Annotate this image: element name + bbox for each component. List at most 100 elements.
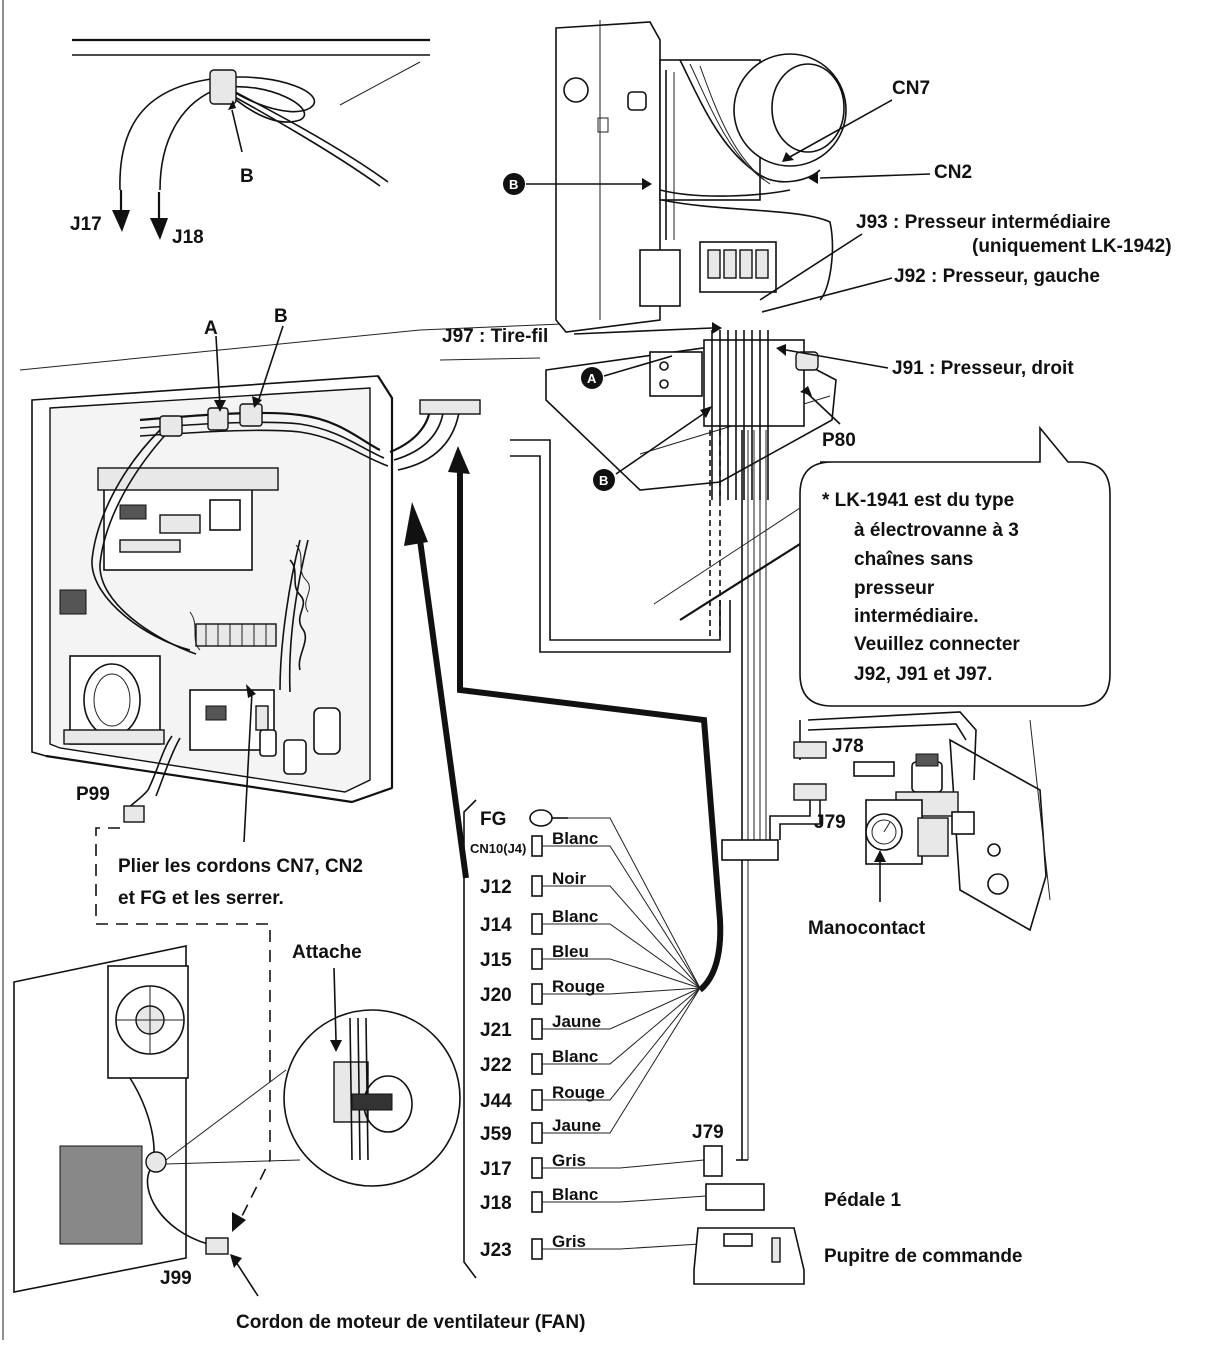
callout-line-4: presseur <box>854 578 935 599</box>
label-manocontact: Manocontact <box>808 918 926 939</box>
plug-j14 <box>531 913 543 935</box>
connector-j79-valve <box>793 783 827 801</box>
clamp-b-box <box>239 403 263 427</box>
wire-j22 <box>542 987 701 1065</box>
label-p80: P80 <box>822 430 856 451</box>
label-j79-bottom: J79 <box>692 1122 724 1143</box>
label-j79-valve: J79 <box>814 812 846 833</box>
clamp-b-top <box>209 69 237 105</box>
label-j99: J99 <box>160 1268 192 1289</box>
air-regulator: J78 J79 Manocontact <box>769 711 1051 939</box>
label-cn2: CN2 <box>934 162 972 183</box>
plug-cn10-j4 <box>531 835 543 857</box>
callout-line-2: à électrovanne à 3 <box>854 520 1019 541</box>
plug-j22 <box>531 1053 543 1075</box>
wire-color-j17: Gris <box>552 1151 586 1170</box>
label-cn7: CN7 <box>892 78 930 99</box>
svg-text:B: B <box>509 177 518 192</box>
wire-color-j59: Jaune <box>552 1116 601 1135</box>
connector-id-j22: J22 <box>480 1055 512 1076</box>
pedal-connector <box>705 1183 765 1211</box>
connector-id-j23: J23 <box>480 1240 512 1261</box>
machine-head: CN7 CN2 B J93 : Presseur intermédiaire (… <box>442 20 1172 1160</box>
dashed-route-p99-j99 <box>95 827 271 1221</box>
callout-line-7: J92, J91 et J97. <box>854 664 992 685</box>
wire-fg <box>568 817 701 989</box>
connector-j78 <box>793 741 827 759</box>
connector-p99 <box>123 805 145 823</box>
clamp-a-box-2 <box>207 407 229 431</box>
marker-b-lower <box>593 469 615 491</box>
wire-j23 <box>542 1243 701 1250</box>
plug-j21 <box>531 1018 543 1040</box>
callout-line-1: * LK-1941 est du type <box>822 490 1014 511</box>
top-left-cable-detail: B J17 J18 <box>70 38 430 248</box>
connector-id-j59: J59 <box>480 1124 512 1145</box>
fold-note-line2: et FG et les serrer. <box>118 888 284 909</box>
wire-j14 <box>542 923 701 989</box>
connector-id-j20: J20 <box>480 985 512 1006</box>
marker-a <box>581 367 603 389</box>
wire-j15 <box>542 958 701 989</box>
wire-j59 <box>542 987 701 1134</box>
svg-text:A: A <box>587 371 597 386</box>
plug-j59 <box>531 1122 543 1144</box>
label-a-box: A <box>204 318 218 339</box>
callout-line-6: Veuillez connecter <box>854 634 1020 655</box>
wire-j17 <box>542 1159 705 1169</box>
cable-exit <box>419 399 481 415</box>
plug-j17 <box>531 1157 543 1179</box>
arrow-into-box <box>404 502 428 546</box>
arrow-up-harness <box>448 446 470 474</box>
bottom-devices: J79 Pédale 1 Pupitre de commande <box>692 1122 1023 1285</box>
arrow-j17 <box>112 210 130 232</box>
wire-color-j14: Blanc <box>552 907 598 926</box>
plug-j44 <box>531 1089 543 1111</box>
connector-id-j17: J17 <box>480 1159 512 1180</box>
wire-color-j21: Jaune <box>552 1012 601 1031</box>
connector-id-j12: J12 <box>480 877 512 898</box>
label-pupitre: Pupitre de commande <box>824 1246 1023 1267</box>
wire-j18 <box>542 1195 707 1203</box>
plug-j20 <box>531 983 543 1005</box>
label-pedale: Pédale 1 <box>824 1190 902 1211</box>
clamp-a-box <box>159 415 183 437</box>
connector-j79-bottom <box>703 1145 723 1177</box>
fan-panel: J99 Cordon de moteur de ventilateur (FAN… <box>13 942 585 1333</box>
harness-clamp <box>721 839 779 861</box>
plug-j12 <box>531 875 543 897</box>
label-j17-top: J17 <box>70 214 102 235</box>
wire-color-j18: Blanc <box>552 1185 598 1204</box>
connector-id-fg: FG <box>480 809 506 830</box>
fg-ground-ring <box>529 809 553 827</box>
arrow-j18 <box>150 218 168 240</box>
wire-color-j22: Blanc <box>552 1047 598 1066</box>
motor <box>733 53 847 167</box>
terminal-block <box>195 623 277 647</box>
wire-color-cn10-j4: Blanc <box>552 829 598 848</box>
wire-color-j23: Gris <box>552 1232 586 1251</box>
wire-j44 <box>542 987 701 1101</box>
control-box: A B P99 Plier les cordons CN7, CN2 et FG… <box>19 306 611 909</box>
wire-j12 <box>542 885 701 989</box>
connector-id-j14: J14 <box>480 915 512 936</box>
label-j78: J78 <box>832 736 864 757</box>
plug-j18 <box>531 1191 543 1213</box>
label-b-top: B <box>240 166 254 187</box>
marker-b-upper <box>503 173 525 195</box>
callout-line-3: chaînes sans <box>854 549 973 570</box>
wire-color-j12: Noir <box>552 869 586 888</box>
vent-grille <box>59 1145 143 1245</box>
connector-id-j18: J18 <box>480 1193 512 1214</box>
label-j91: J91 : Presseur, droit <box>892 358 1074 379</box>
plug-j15 <box>531 948 543 970</box>
label-j18-top: J18 <box>172 227 204 248</box>
svg-text:B: B <box>599 473 608 488</box>
label-fan-cord: Cordon de moteur de ventilateur (FAN) <box>236 1312 585 1333</box>
plug-j23 <box>531 1238 543 1260</box>
label-b-box: B <box>274 306 288 327</box>
label-j93: J93 : Presseur intermédiaire <box>856 212 1111 233</box>
label-j92: J92 : Presseur, gauche <box>894 266 1100 287</box>
